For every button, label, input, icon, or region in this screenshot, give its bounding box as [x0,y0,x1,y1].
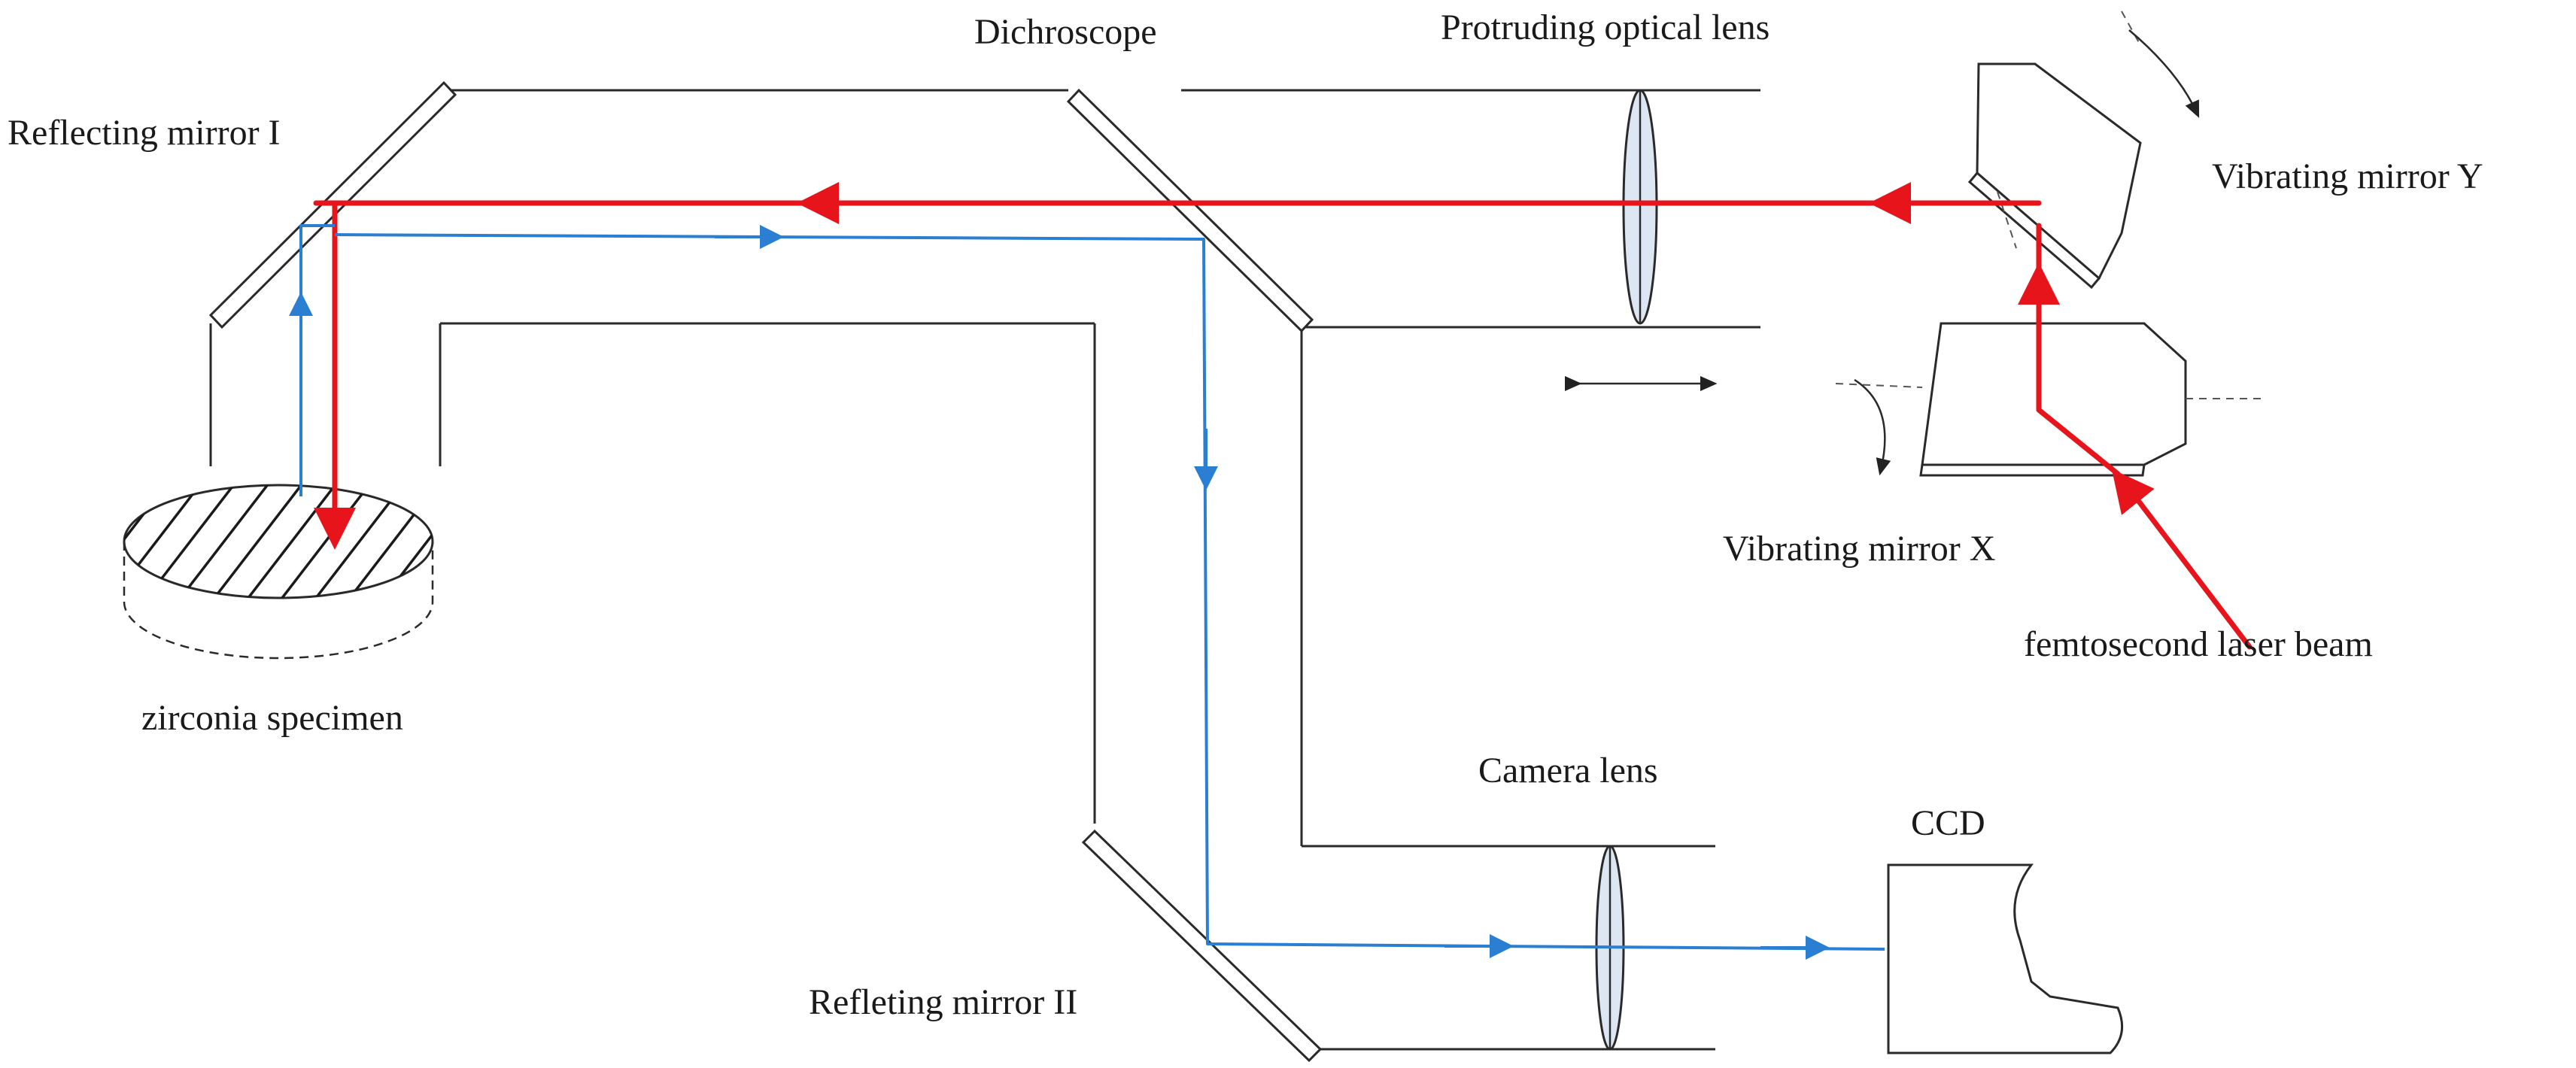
label-reflecting-mirror-1: Reflecting mirror I [8,113,281,153]
label-vibrating-mirror-y: Vibrating mirror Y [2212,156,2483,196]
vibrating-mirror-x [1835,322,2261,477]
ccd-sensor [1887,863,2124,1054]
vibrating-mirror-y [1967,11,2200,290]
label-camera-lens: Camera lens [1478,751,1658,790]
protruding-optical-lens [1622,89,1658,325]
reflecting-mirror-2 [1081,829,1323,1063]
optical-housing-outline [209,89,1760,1051]
label-protruding-optical-lens: Protruding optical lens [1441,8,1769,47]
dichroscope-mirror [1066,88,1314,333]
label-reflecting-mirror-2: Refleting mirror II [809,982,1077,1022]
diagram-labels: Dichroscope Protruding optical lens Refl… [8,8,2483,1022]
label-ccd: CCD [1911,803,1985,843]
label-dichroscope: Dichroscope [974,12,1157,52]
label-femtosecond-laser-beam: femtosecond laser beam [2024,624,2373,664]
imaging-beam-path [289,224,1885,960]
zirconia-specimen [123,484,434,660]
label-zirconia-specimen: zirconia specimen [141,698,403,738]
label-vibrating-mirror-x: Vibrating mirror X [1723,529,1995,569]
laser-beam-path [313,182,2252,650]
